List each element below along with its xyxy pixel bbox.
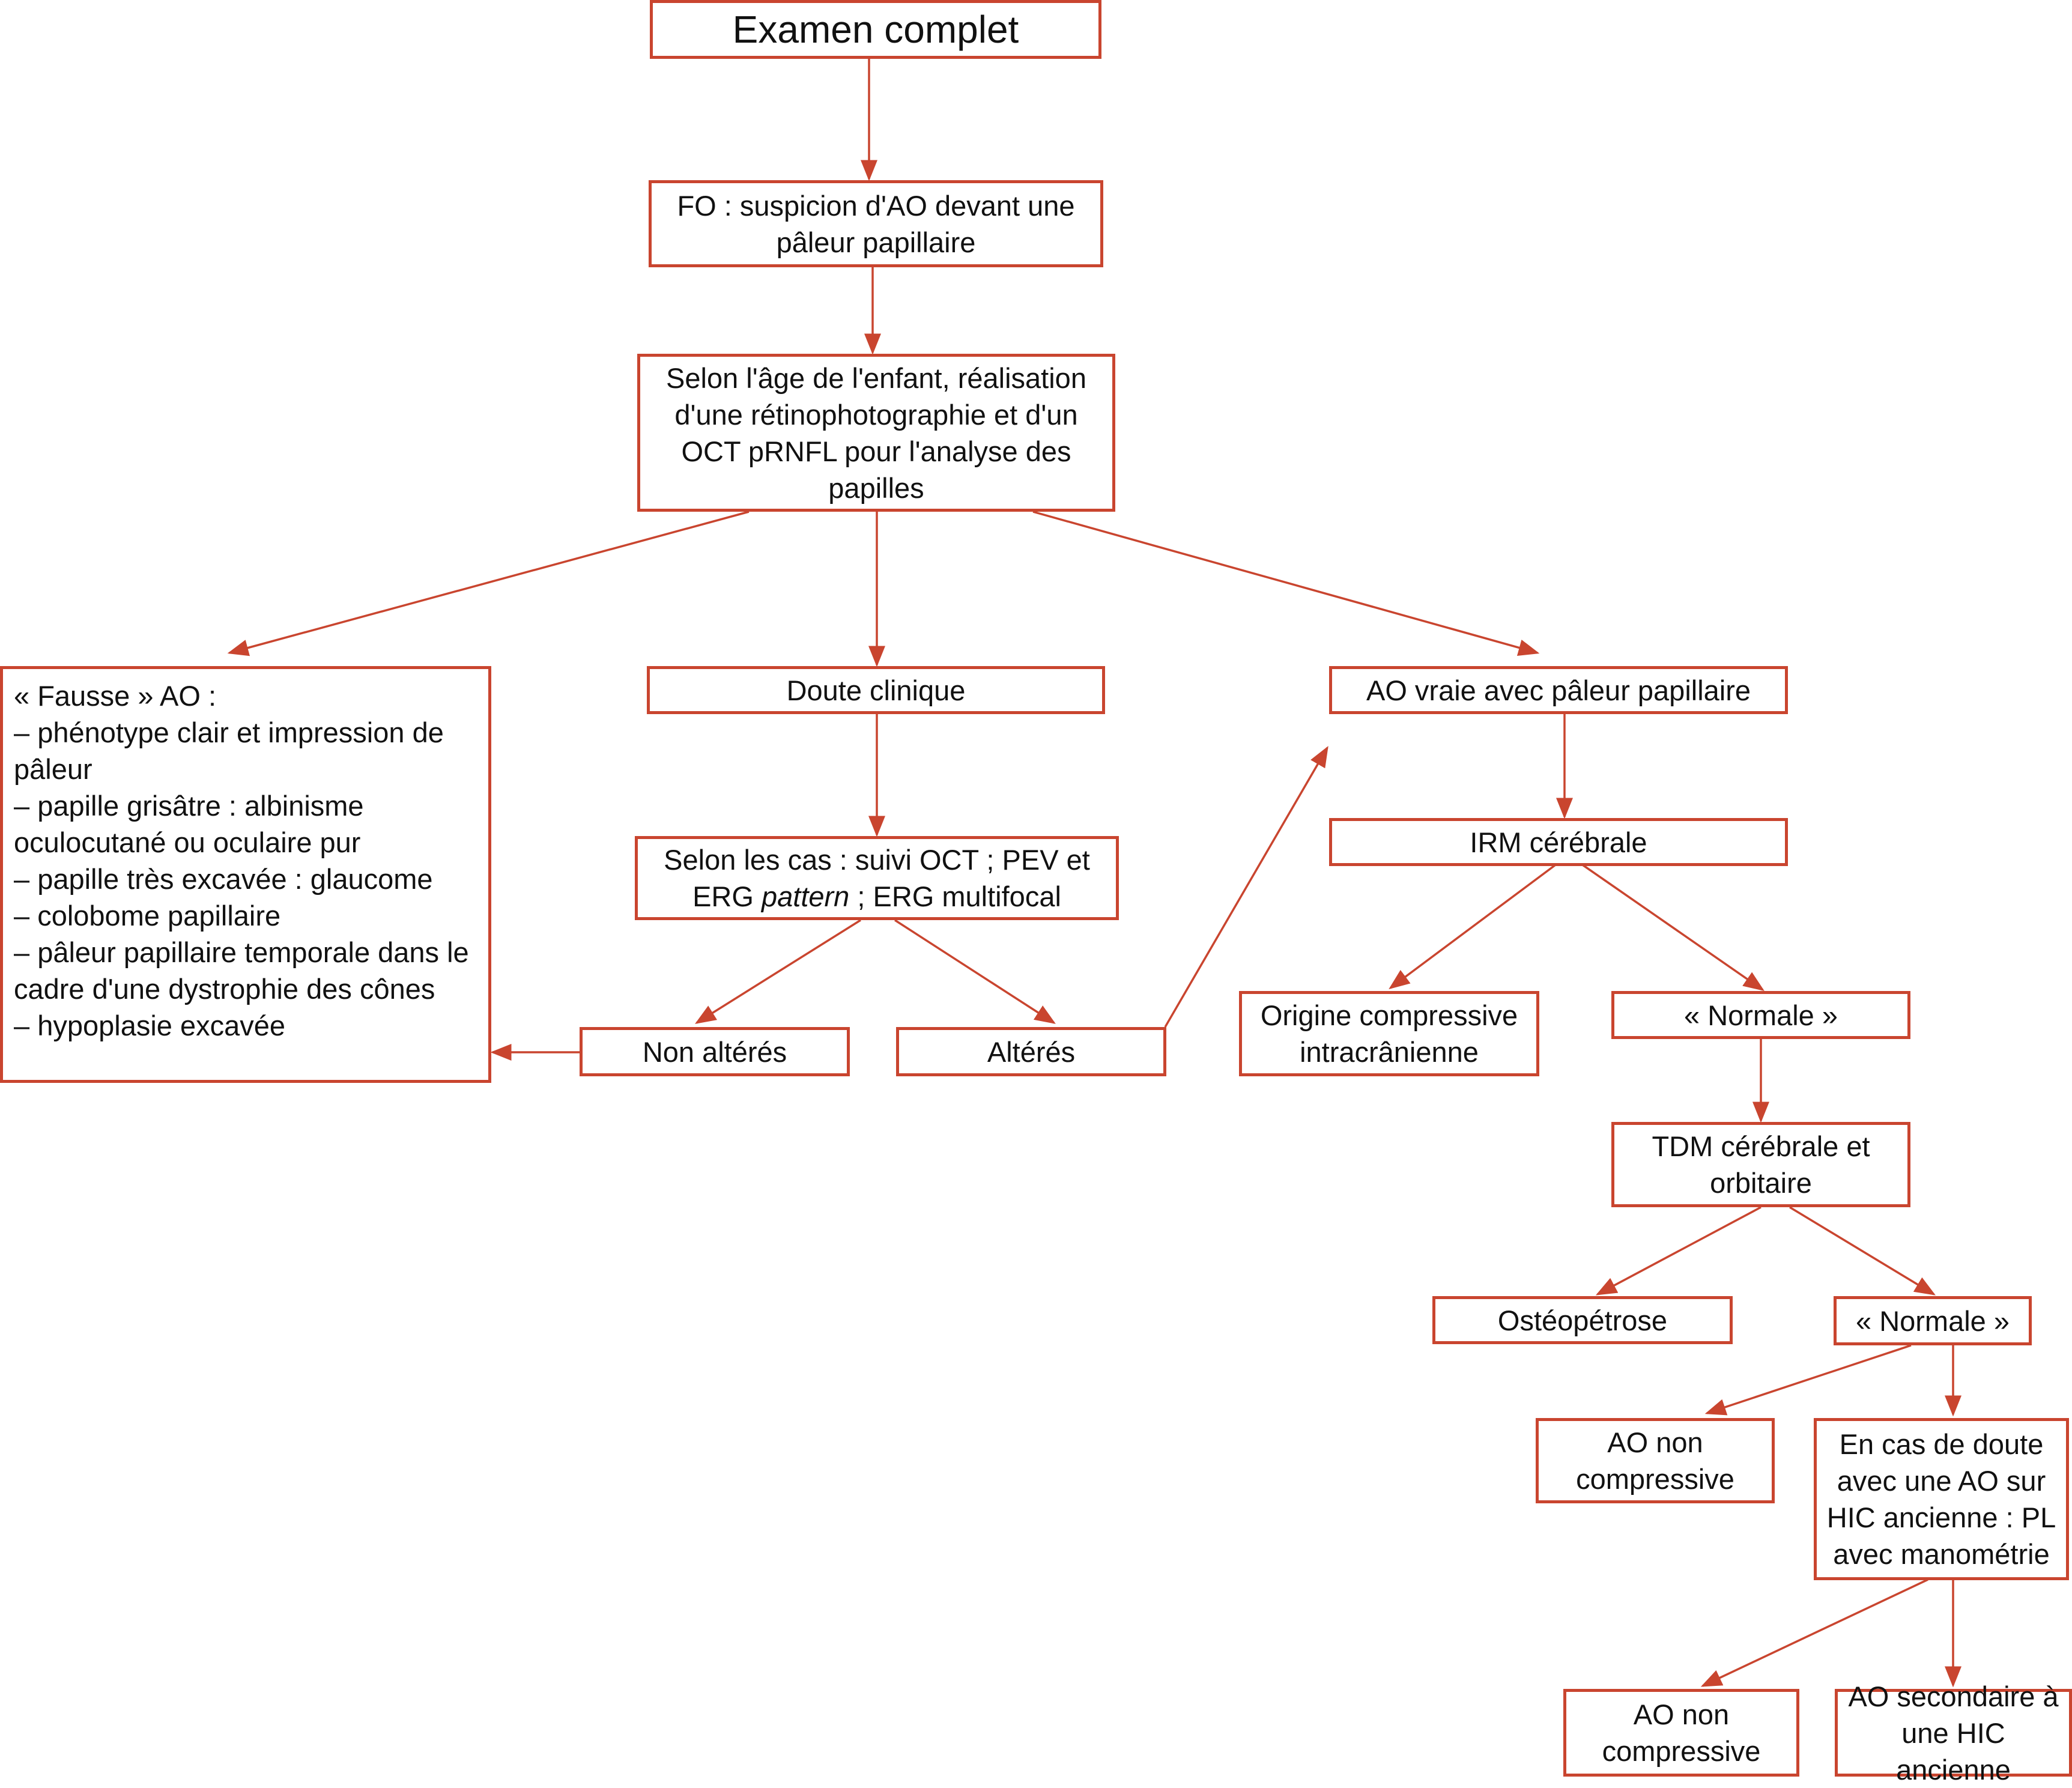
- node-examen-complet: Examen complet: [650, 0, 1101, 59]
- node-irm-cerebrale: IRM cérébrale: [1329, 818, 1788, 866]
- arrow-selon-age-to-ao-vraie: [1032, 511, 1540, 656]
- node-origine-compressive: Origine compressive intracrânienne: [1239, 991, 1539, 1076]
- node-fausse-ao-content: « Fausse » AO : – phénotype clair et imp…: [14, 677, 477, 1044]
- arrow-selon-age-to-fausse: [227, 511, 750, 656]
- selon-cas-line1: Selon les cas : suivi OCT ; PEV et: [664, 844, 1090, 876]
- node-normale-tdm-label: « Normale »: [1856, 1305, 2010, 1337]
- node-selon-age: Selon l'âge de l'enfant, réalisation d'u…: [637, 354, 1115, 512]
- fausse-ao-item: – hypoplasie excavée: [14, 1010, 286, 1041]
- node-normale-irm: « Normale »: [1611, 991, 1910, 1039]
- fausse-ao-item: – phénotype clair et impression de pâleu…: [14, 717, 444, 785]
- fausse-ao-item: – pâleur papillaire temporale dans le ca…: [14, 936, 469, 1005]
- node-doute-clinique: Doute clinique: [647, 666, 1105, 714]
- node-normale-tdm: « Normale »: [1834, 1296, 2032, 1345]
- fausse-ao-item: – colobome papillaire: [14, 900, 281, 932]
- arrow-alteres-to-ao-vraie: [1164, 745, 1328, 1028]
- fausse-ao-item: – papille grisâtre : albinisme oculocuta…: [14, 790, 364, 858]
- node-irm-cerebrale-label: IRM cérébrale: [1470, 826, 1647, 858]
- node-doute-hic-label: En cas de doute avec une AO sur HIC anci…: [1826, 1428, 2056, 1570]
- arrow-irm-to-origine: [1389, 864, 1557, 990]
- node-selon-age-label: Selon l'âge de l'enfant, réalisation d'u…: [666, 362, 1086, 504]
- node-fausse-ao: « Fausse » AO : – phénotype clair et imp…: [0, 666, 491, 1083]
- node-selon-cas-label: Selon les cas : suivi OCT ; PEV et ERG pa…: [664, 841, 1090, 915]
- arrow-selon-cas-to-non-alteres: [695, 919, 861, 1024]
- node-osteopetrose: Ostéopétrose: [1432, 1296, 1733, 1344]
- node-ao-secondaire-hic-label: AO secondaire à une HIC ancienne: [1848, 1680, 2059, 1786]
- node-alteres-label: Altérés: [987, 1035, 1076, 1068]
- node-tdm-cerebrale-label: TDM cérébrale et orbitaire: [1652, 1130, 1870, 1199]
- arrow-tdm-to-normale2: [1789, 1206, 1936, 1296]
- node-osteopetrose-label: Ostéopétrose: [1497, 1304, 1668, 1336]
- node-doute-clinique-label: Doute clinique: [786, 674, 966, 706]
- node-fo-suspicion-label: FO : suspicion d'AO devant une pâleur pa…: [677, 189, 1075, 258]
- selon-cas-line2-suffix: ; ERG multifocal: [849, 880, 1061, 912]
- arrow-normale2-to-ao-non-comp1: [1704, 1344, 1912, 1416]
- node-ao-vraie: AO vraie avec pâleur papillaire: [1329, 666, 1788, 714]
- arrow-tdm-to-osteo: [1595, 1206, 1762, 1296]
- node-non-alteres-label: Non altérés: [642, 1035, 787, 1068]
- node-ao-non-compressive-1: AO non compressive: [1536, 1418, 1775, 1503]
- node-ao-non-compressive-1-label: AO non compressive: [1576, 1426, 1734, 1495]
- selon-cas-line2-prefix: ERG: [692, 880, 762, 912]
- node-ao-vraie-label: AO vraie avec pâleur papillaire: [1366, 674, 1751, 706]
- node-examen-complet-label: Examen complet: [732, 8, 1019, 51]
- node-origine-compressive-label: Origine compressive intracrânienne: [1260, 999, 1518, 1068]
- arrow-irm-to-normale1: [1582, 864, 1765, 991]
- arrow-doute-hic-to-ao-non-comp2: [1700, 1578, 1928, 1687]
- node-selon-cas: Selon les cas : suivi OCT ; PEV et ERG pa…: [635, 836, 1119, 920]
- node-fo-suspicion: FO : suspicion d'AO devant une pâleur pa…: [649, 180, 1103, 267]
- arrow-selon-cas-to-alteres: [894, 919, 1056, 1024]
- node-doute-hic: En cas de doute avec une AO sur HIC anci…: [1814, 1418, 2069, 1580]
- node-ao-non-compressive-2-label: AO non compressive: [1602, 1699, 1761, 1767]
- fausse-ao-item: – papille très excavée : glaucome: [14, 863, 433, 895]
- node-normale-irm-label: « Normale »: [1684, 999, 1838, 1031]
- node-non-alteres: Non altérés: [580, 1027, 850, 1076]
- node-ao-secondaire-hic: AO secondaire à une HIC ancienne: [1835, 1680, 2072, 1786]
- node-ao-non-compressive-2: AO non compressive: [1563, 1689, 1799, 1777]
- fausse-ao-title: « Fausse » AO :: [14, 680, 217, 712]
- selon-cas-line2-emphasis: pattern: [761, 880, 850, 912]
- node-alteres: Altérés: [896, 1027, 1166, 1076]
- node-tdm-cerebrale: TDM cérébrale et orbitaire: [1611, 1122, 1910, 1207]
